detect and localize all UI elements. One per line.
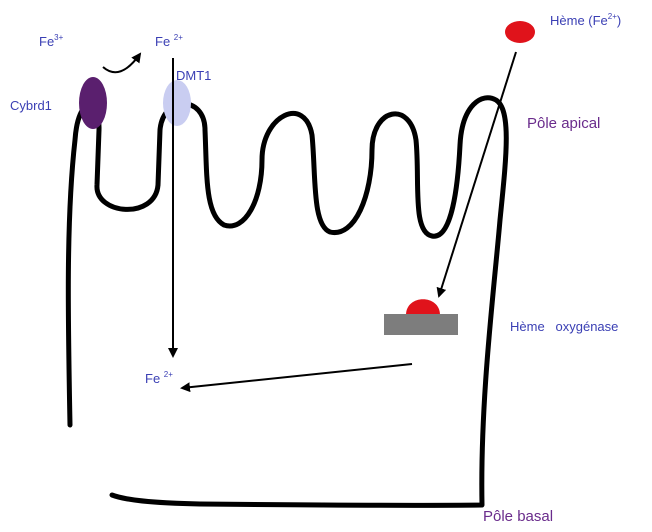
fe3-label: Fe3+ — [39, 33, 64, 49]
pole-apical-label: Pôle apical — [527, 115, 600, 132]
cell-membrane-outline — [68, 98, 506, 506]
dmt1-transporter — [163, 80, 191, 126]
cybrd1-transporter — [79, 77, 107, 129]
heme-oxygenase-label: Hème oxygénase — [510, 319, 618, 334]
reduction-arrow — [103, 54, 140, 72]
fe2-release-arrow — [182, 364, 412, 388]
pole-basal-label: Pôle basal — [483, 508, 553, 525]
heme-molecule — [505, 21, 535, 43]
fe2-top-label: Fe 2+ — [155, 33, 183, 49]
heme-label: Hème (Fe2+) — [550, 12, 621, 28]
bound-heme — [406, 299, 440, 315]
cybrd1-label: Cybrd1 — [10, 98, 52, 113]
heme-oxygenase-bar — [384, 314, 458, 335]
fe2-bottom-label: Fe 2+ — [145, 370, 173, 386]
dmt1-label: DMT1 — [176, 68, 211, 83]
